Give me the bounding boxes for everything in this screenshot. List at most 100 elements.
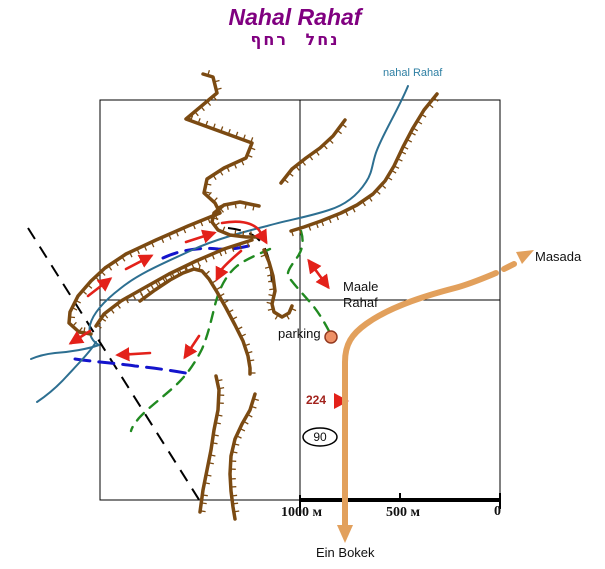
cliff-hatch-tick — [266, 301, 273, 305]
cliff-hatch-tick — [290, 230, 294, 237]
ein-bokek-label: Ein Bokek — [316, 545, 375, 560]
cliff-hatch-tick — [226, 204, 229, 210]
cliff-hatch-tick — [211, 279, 217, 284]
parking-label: parking — [278, 326, 321, 341]
cliff-hatch-tick — [400, 150, 407, 155]
cliff-hatch-tick — [344, 210, 349, 216]
cliff-hatch-tick — [207, 70, 211, 76]
red-arrow-4 — [220, 220, 268, 245]
stream-label: nahal Rahaf — [383, 67, 443, 79]
maale-line2: Rahaf — [343, 295, 378, 310]
cliff-hatch-tick — [233, 443, 240, 446]
cliff-hatch-tick — [428, 103, 434, 109]
cliff-hatch-tick — [301, 160, 307, 166]
cliff-hatch-tick — [361, 201, 366, 207]
cliff-hatch-tick — [412, 127, 419, 132]
cliff-j-hook — [262, 248, 294, 319]
cliff-hatch-tick — [204, 270, 210, 276]
cliff-hatch-tick — [215, 286, 221, 291]
cliff-hatch-tick — [201, 502, 207, 505]
blue-trails — [73, 243, 255, 376]
cliff-hatch-tick — [244, 343, 251, 347]
cliff-hatch-tick — [231, 246, 235, 252]
cliff-hatch-tick — [160, 237, 165, 243]
cliff-hatch-tick — [381, 184, 387, 189]
scale-bar — [299, 493, 501, 516]
cliff-hatch-tick — [260, 253, 267, 258]
cliff-hatch-tick — [397, 158, 403, 162]
page-title-hebrew: נחל רחף — [250, 30, 340, 49]
cliff-hatch-tick — [242, 134, 246, 141]
cliff-hatch-tick — [267, 308, 274, 311]
cliff-hatch-tick — [197, 118, 201, 124]
cliff-hatch-tick — [72, 321, 77, 327]
red-arrow-1 — [86, 277, 113, 298]
cliff-hatch-tick — [204, 191, 210, 194]
cliff-hatch-tick — [206, 100, 212, 107]
cliff-hatch-tick — [212, 442, 218, 445]
cliff-hatch-tick — [202, 494, 208, 497]
stream-branch-left — [30, 344, 100, 360]
route90-ellipse — [302, 427, 338, 447]
cliffs — [67, 70, 439, 521]
cliff-hatch-tick — [308, 155, 314, 161]
cliff-hatch-tick — [211, 253, 215, 260]
cliff-hatch-tick — [209, 454, 216, 457]
cliff-hatch-tick — [393, 165, 400, 169]
green-trail-to-parking — [286, 229, 333, 337]
cliff-hatch-tick — [200, 106, 205, 112]
cliff-hatch-tick — [216, 379, 223, 382]
cliff-hatch-tick — [247, 413, 253, 418]
cliff-hatch-tick — [221, 226, 226, 233]
cliff-hatch-tick — [274, 314, 279, 320]
cliff-hatch-tick — [235, 131, 239, 138]
cliff-hatch-tick — [236, 435, 242, 439]
cliff-hatch-tick — [322, 144, 328, 150]
cliff-hatch-tick — [162, 277, 167, 284]
cliff-hatch-tick — [155, 282, 160, 288]
cliff-hatch-tick — [140, 293, 145, 299]
cliff-hatch-tick — [207, 217, 211, 224]
cliff-hatch-tick — [223, 300, 229, 304]
cliff-hatch-tick — [69, 316, 76, 319]
red-arrow-6 — [183, 334, 201, 360]
cliff-hatch-tick — [129, 252, 133, 258]
cliff-hatch-tick — [335, 214, 340, 221]
cliff-hatch-tick — [246, 154, 253, 158]
cliff-hatch-tick — [315, 150, 320, 156]
cliff-hatch-tick — [351, 206, 356, 213]
cliff-hatch-tick — [238, 243, 242, 250]
red-arrow-5 — [215, 249, 243, 282]
cliff-hatch-tick — [240, 333, 246, 338]
cliff-hatch-tick — [244, 203, 247, 209]
cliff-hatch-tick — [183, 266, 188, 272]
route224-arrow — [334, 393, 349, 409]
cliff-hatch-tick — [315, 222, 319, 229]
cliff-hatch-tick — [264, 266, 271, 269]
cliff-hatch-tick — [246, 241, 250, 247]
road-dash — [501, 261, 517, 272]
parking-dot — [324, 330, 338, 344]
cliff-hatch-tick — [269, 288, 275, 291]
cliff-hatch-tick — [194, 111, 199, 117]
cliff-hatch-tick — [219, 207, 225, 213]
cliff-central-ridge — [138, 267, 252, 376]
cliff-hatch-tick — [175, 230, 179, 237]
masada-arrowhead — [516, 250, 534, 264]
cliff-hatch-tick — [199, 220, 204, 227]
cliff-hatch-tick — [207, 191, 212, 197]
cliff-hatch-tick — [216, 204, 223, 209]
cliff-north-canyon-wall — [67, 72, 254, 336]
ein-bokek-arrowhead — [337, 525, 353, 543]
cliff-hatch-tick — [204, 257, 208, 263]
scale-label-500: 500 м — [385, 505, 421, 520]
cliff-hatch-tick — [212, 217, 219, 220]
road-main — [342, 270, 499, 530]
cliff-hatch-tick — [219, 170, 224, 176]
cliff-hatch-tick — [146, 288, 152, 294]
cliff-hatch-tick — [188, 116, 193, 122]
cliff-hatch-tick — [253, 398, 259, 402]
cliff-hatch-tick — [308, 225, 312, 231]
cliff-hatch-tick — [406, 138, 413, 143]
scale-label-0: 0 — [494, 504, 501, 519]
